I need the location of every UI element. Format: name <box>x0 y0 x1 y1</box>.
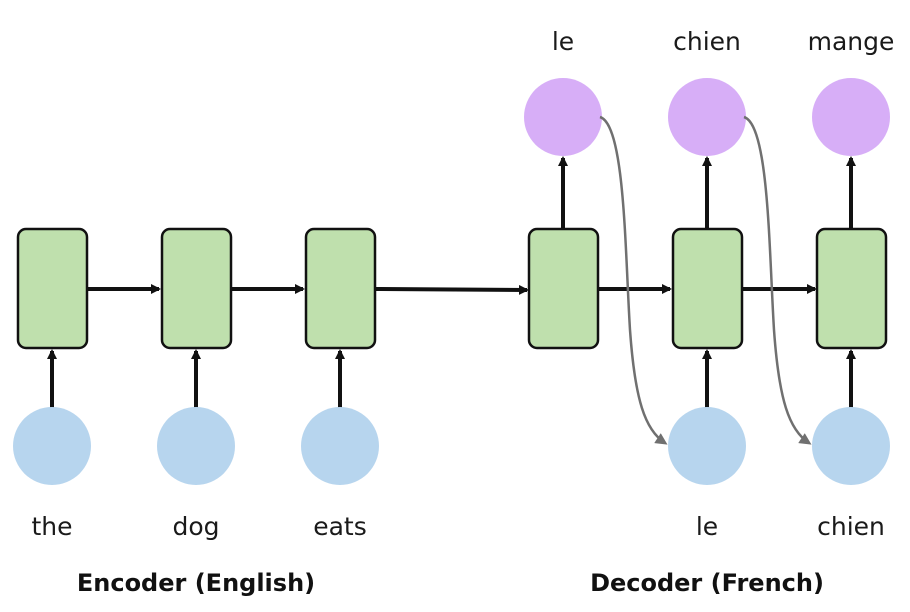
decoder-input-word-2: chien <box>817 512 885 541</box>
decoder-input-word-1: le <box>696 512 718 541</box>
decoder-caption: Decoder (French) <box>590 569 824 597</box>
decoder-input-node-2 <box>812 407 890 485</box>
feedback-arrow-1 <box>599 115 668 445</box>
encoder-input-word-2: dog <box>172 512 219 541</box>
decoder-cell-3 <box>815 227 888 350</box>
encoder-cell-2 <box>160 227 233 350</box>
decoder-input-node-1 <box>668 407 746 485</box>
encoder-input-node-3 <box>301 407 379 485</box>
encoder-input-node-1 <box>13 407 91 485</box>
encoder-cell-3 <box>304 227 377 350</box>
decoder-output-word-1: le <box>552 27 574 56</box>
decoder-output-node-3 <box>812 78 890 156</box>
feedback-arrow-2 <box>743 115 812 445</box>
decoder-output-word-2: chien <box>673 27 741 56</box>
context-arrow <box>374 284 529 295</box>
encoder-input-node-2 <box>157 407 235 485</box>
encoder-input-word-1: the <box>31 512 72 541</box>
decoder-cell-2 <box>671 227 744 350</box>
decoder-output-node-1 <box>524 78 602 156</box>
encoder-caption: Encoder (English) <box>77 569 315 597</box>
decoder-output-node-2 <box>668 78 746 156</box>
decoder-output-word-3: mange <box>808 27 895 56</box>
decoder-cell-1 <box>527 227 600 350</box>
encoder-cell-1 <box>16 227 89 350</box>
encoder-input-word-3: eats <box>313 512 367 541</box>
